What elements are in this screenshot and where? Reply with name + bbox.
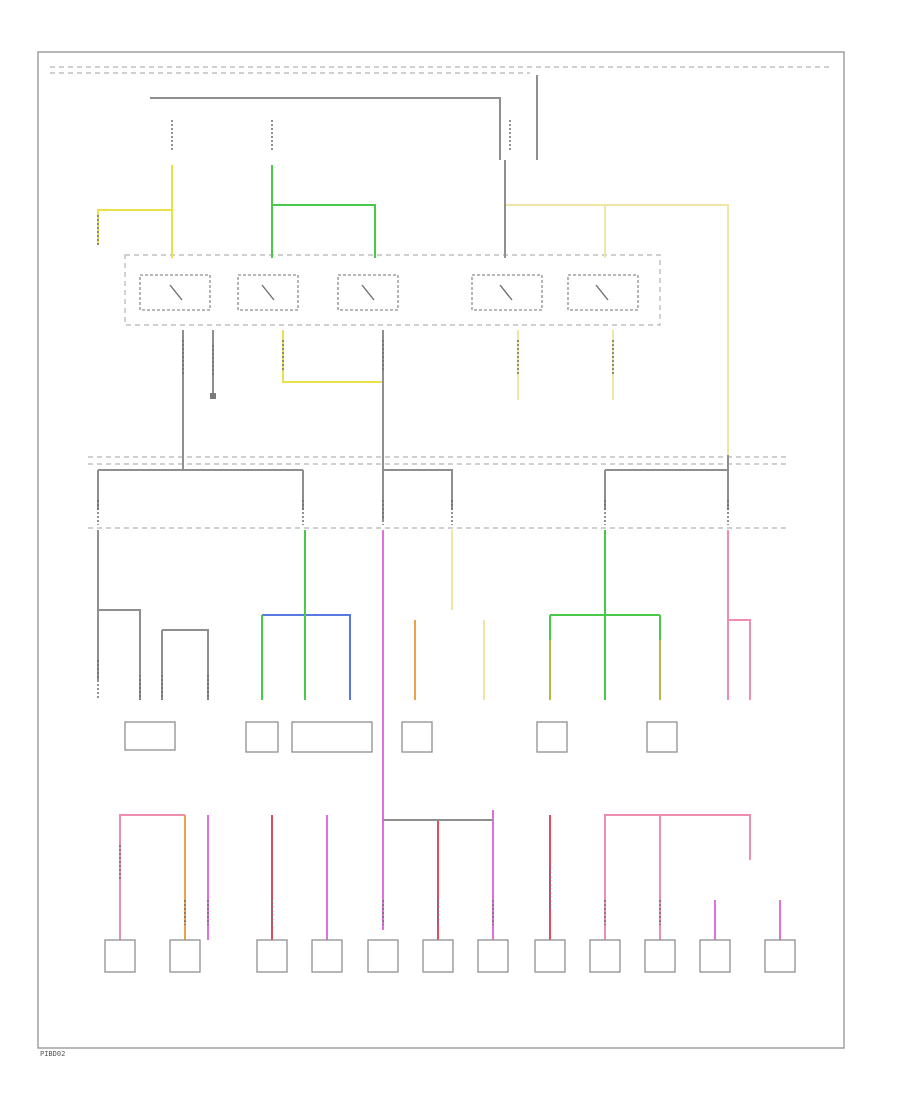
component-box-a: [124, 721, 176, 751]
component-box-b: [245, 721, 279, 753]
blue-branch: [262, 614, 351, 700]
relay-2: [237, 274, 299, 311]
relay-module-box: [124, 254, 661, 326]
green-feed-wire: [271, 165, 376, 258]
page-id: PIBD02: [40, 1050, 65, 1058]
green-branch-1: [261, 612, 306, 700]
component-box-f: [646, 721, 678, 753]
fuse-1-branch: [98, 609, 209, 700]
component-box-c: [291, 721, 373, 753]
ground-point: [210, 393, 216, 399]
yellow-return-wire: [282, 330, 383, 383]
light-yellow-feed-wire: [505, 204, 729, 455]
component-box-d: [401, 721, 433, 753]
relay-4: [471, 274, 543, 311]
fuse-bus-left: [97, 469, 304, 510]
battery-feed-wire: [150, 97, 501, 160]
relay-5: [567, 274, 639, 311]
pink-wire-row2: [119, 814, 185, 940]
component-row-2: [104, 939, 796, 973]
pink-wire-row2-2: [604, 814, 751, 940]
green-fuse-5: [549, 530, 661, 700]
diagram-border: [37, 51, 845, 1049]
fuse-bus-right: [604, 455, 729, 510]
yellow-feed-wire: [97, 165, 173, 258]
component-box-e: [536, 721, 568, 753]
fuse-bus-mid: [382, 469, 453, 520]
magenta-wire-row2-4: [714, 900, 781, 940]
relay-3: [337, 274, 399, 311]
row-2-connector-ticks: [119, 845, 661, 925]
component-row-1: [97, 660, 678, 753]
pink-fuse-6: [727, 530, 751, 700]
relay-1: [139, 274, 211, 311]
